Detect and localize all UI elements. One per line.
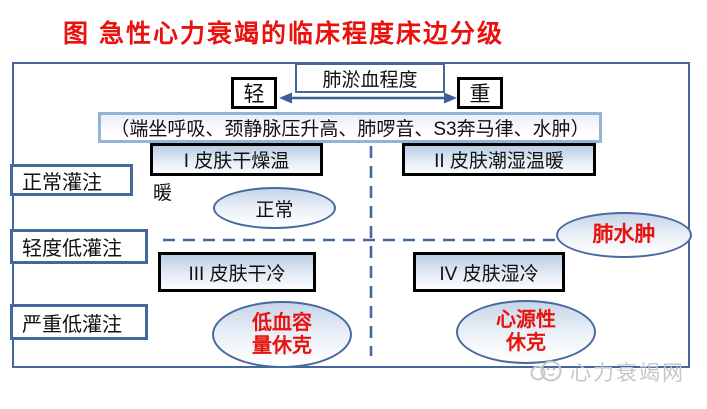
severity-mild-box: 轻 [231,77,277,109]
figure-title: 图 急性心力衰竭的临床程度床边分级 [63,20,504,48]
quadrant-3-box: III 皮肤干冷 [158,252,316,292]
quadrant-4-label: IV 皮肤湿冷 [439,263,539,285]
perfusion-severe-low-label: 严重低灌注 [22,313,122,336]
hypovolemic-shock-line1: 低血容 [252,311,312,334]
state-pulmonary-edema-label: 肺水肿 [592,222,656,246]
severity-mild-label: 轻 [243,83,265,106]
watermark-text: 心力衰竭网 [570,362,685,385]
severity-severe-box: 重 [457,77,503,109]
perfusion-mild-low-box: 轻度低灌注 [10,229,148,264]
perfusion-severe-low-box: 严重低灌注 [10,304,148,340]
quadrant-3-label: III 皮肤干冷 [188,263,286,285]
perfusion-normal-box: 正常灌注 [10,164,133,196]
heart-failure-logo-icon [530,360,562,382]
quadrant-1-box: I 皮肤干燥温 [150,143,323,176]
quadrant-2-label: II 皮肤潮湿温暖 [434,151,564,172]
quadrant-1-label-overflow: 暖 [153,183,173,204]
state-hypovolemic-shock-ellipse: 低血容 量休克 [212,301,352,368]
quadrant-4-box: IV 皮肤湿冷 [413,252,565,292]
congestion-signs-box: （端坐呼吸、颈静脉压升高、肺啰音、S3奔马律、水肿） [98,112,602,143]
pulmonary-congestion-scale-box: 肺淤血程度 [295,63,445,93]
severity-severe-label: 重 [469,83,491,106]
cardiogenic-shock-line1: 心源性 [496,309,556,331]
state-normal-label: 正常 [255,199,294,221]
perfusion-mild-low-label: 轻度低灌注 [22,238,122,260]
state-cardiogenic-shock-ellipse: 心源性 休克 [456,300,596,364]
state-pulmonary-edema-ellipse: 肺水肿 [556,212,692,258]
cardiogenic-shock-line2: 休克 [506,332,546,354]
quadrant-1-label: I 皮肤干燥温 [183,151,290,172]
hypovolemic-shock-line2: 量休克 [252,334,312,357]
perfusion-normal-label: 正常灌注 [22,171,102,194]
congestion-signs-text: （端坐呼吸、颈静脉压升高、肺啰音、S3奔马律、水肿） [110,119,590,140]
quadrant-2-box: II 皮肤潮湿温暖 [402,143,596,176]
pulmonary-congestion-label: 肺淤血程度 [322,69,418,91]
watermark: 心力衰竭网 [528,356,685,388]
state-normal-ellipse: 正常 [213,187,336,229]
